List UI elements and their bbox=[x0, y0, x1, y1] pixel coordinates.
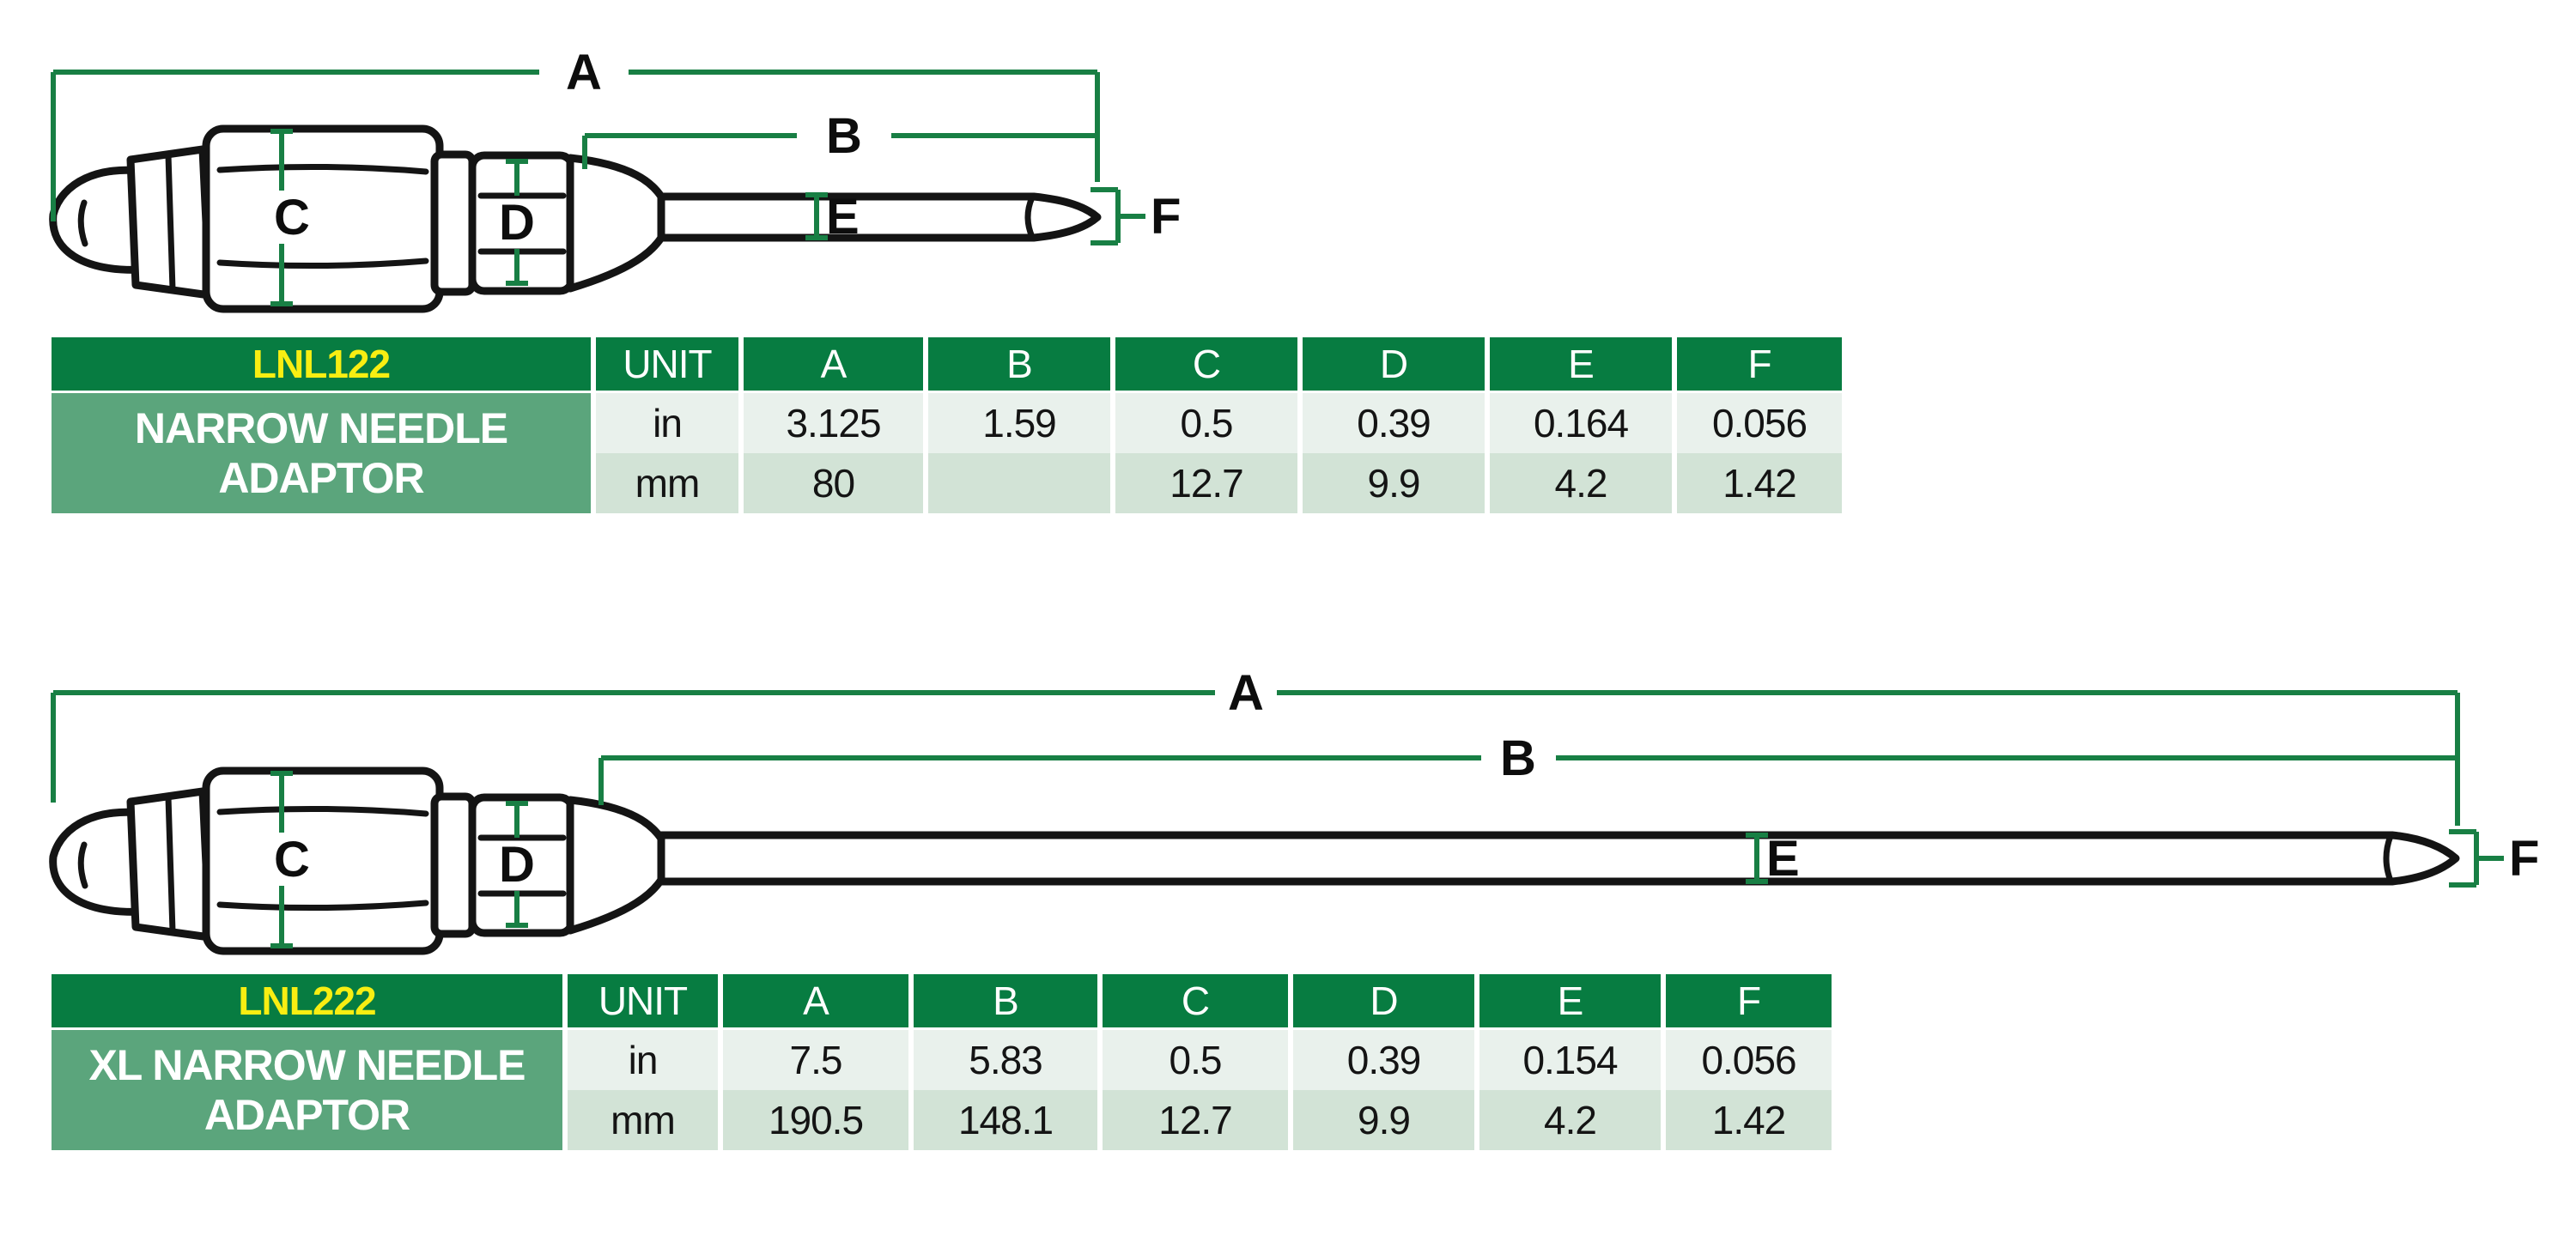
dim-a-line bbox=[51, 690, 2460, 826]
col-header-f: F bbox=[1677, 337, 1842, 391]
dim-b-line bbox=[598, 755, 2458, 805]
col-header-e: E bbox=[1490, 337, 1672, 391]
dim-c-label: C bbox=[274, 190, 310, 245]
value-in-f: 0.056 bbox=[1677, 393, 1842, 453]
product-name: XL NARROW NEEDLE ADAPTOR bbox=[52, 1030, 562, 1150]
value-in-a: 7.5 bbox=[723, 1030, 908, 1090]
value-mm-a: 190.5 bbox=[723, 1090, 908, 1150]
unit-column-header: UNIT bbox=[568, 974, 718, 1027]
dim-e-label: E bbox=[826, 189, 860, 245]
dim-e-line bbox=[805, 192, 828, 240]
value-mm-d: 9.9 bbox=[1293, 1090, 1474, 1150]
value-mm-d: 9.9 bbox=[1303, 453, 1485, 513]
dim-a-line bbox=[51, 70, 1100, 221]
dim-f-label: F bbox=[1151, 189, 1181, 245]
col-header-d: D bbox=[1303, 337, 1485, 391]
dim-e-line bbox=[1746, 833, 1768, 884]
unit-label-mm: mm bbox=[596, 453, 738, 513]
value-in-a: 3.125 bbox=[744, 393, 923, 453]
dim-f-label: F bbox=[2509, 831, 2539, 887]
value-mm-f: 1.42 bbox=[1677, 453, 1842, 513]
value-mm-b bbox=[928, 453, 1110, 513]
col-header-a: A bbox=[744, 337, 923, 391]
model-number: LNL122 bbox=[52, 337, 591, 391]
unit-label-in: in bbox=[596, 393, 738, 453]
dim-a-label: A bbox=[566, 45, 602, 100]
value-in-f: 0.056 bbox=[1666, 1030, 1832, 1090]
needle-shaft-shape bbox=[653, 831, 2460, 886]
value-in-d: 0.39 bbox=[1303, 393, 1485, 453]
value-in-b: 5.83 bbox=[914, 1030, 1097, 1090]
model-number: LNL222 bbox=[52, 974, 562, 1027]
col-header-b: B bbox=[914, 974, 1097, 1027]
dim-b-line bbox=[582, 133, 1097, 169]
col-header-b: B bbox=[928, 337, 1110, 391]
product-name-line1: XL NARROW NEEDLE bbox=[88, 1041, 526, 1089]
value-in-d: 0.39 bbox=[1293, 1030, 1474, 1090]
dim-e-label: E bbox=[1766, 831, 1800, 887]
value-mm-e: 4.2 bbox=[1490, 453, 1672, 513]
narrow-needle-adaptor-diagram: A B C D E F bbox=[0, 45, 1181, 343]
dim-d-label: D bbox=[499, 195, 535, 251]
unit-column-header: UNIT bbox=[596, 337, 738, 391]
product-name-line2: ADAPTOR bbox=[218, 454, 424, 502]
spec-table-lnl122: LNL122 UNIT A B C D E F NARROW NEEDLE AD… bbox=[52, 337, 1842, 513]
col-header-e: E bbox=[1479, 974, 1661, 1027]
value-mm-f: 1.42 bbox=[1666, 1090, 1832, 1150]
product-name: NARROW NEEDLE ADAPTOR bbox=[52, 393, 591, 513]
col-header-a: A bbox=[723, 974, 908, 1027]
dim-d-label: D bbox=[499, 837, 535, 893]
value-mm-a: 80 bbox=[744, 453, 923, 513]
col-header-d: D bbox=[1293, 974, 1474, 1027]
col-header-c: C bbox=[1115, 337, 1297, 391]
dim-c-label: C bbox=[274, 832, 310, 888]
spec-table-lnl222: LNL222 UNIT A B C D E F XL NARROW NEEDLE… bbox=[52, 974, 1832, 1150]
value-in-c: 0.5 bbox=[1115, 393, 1297, 453]
col-header-f: F bbox=[1666, 974, 1832, 1027]
product-name-line1: NARROW NEEDLE bbox=[134, 404, 508, 452]
fitting-head-drawing bbox=[53, 129, 661, 309]
value-mm-b: 148.1 bbox=[914, 1090, 1097, 1150]
value-in-c: 0.5 bbox=[1103, 1030, 1288, 1090]
xl-narrow-needle-adaptor-diagram: A B C D E F bbox=[0, 665, 2539, 996]
product-name-line2: ADAPTOR bbox=[204, 1091, 410, 1139]
dim-b-label: B bbox=[1500, 730, 1536, 786]
dim-f-bracket bbox=[2449, 829, 2504, 888]
dim-c-line bbox=[270, 129, 293, 306]
dim-b-label: B bbox=[826, 108, 862, 164]
value-in-e: 0.154 bbox=[1479, 1030, 1661, 1090]
unit-label-mm: mm bbox=[568, 1090, 718, 1150]
needle-tip-base-arc bbox=[1024, 194, 1036, 240]
dim-d-line bbox=[506, 801, 528, 928]
needle-shaft-shape bbox=[653, 192, 1102, 242]
value-mm-c: 12.7 bbox=[1115, 453, 1297, 513]
needle-tip-base-arc bbox=[2383, 833, 2394, 884]
fitting-head-drawing bbox=[53, 771, 661, 951]
value-in-b: 1.59 bbox=[928, 393, 1110, 453]
value-mm-e: 4.2 bbox=[1479, 1090, 1661, 1150]
dim-c-line bbox=[270, 771, 293, 948]
col-header-c: C bbox=[1103, 974, 1288, 1027]
dim-f-bracket bbox=[1091, 187, 1145, 245]
dim-a-label: A bbox=[1228, 665, 1264, 721]
dim-d-line bbox=[506, 159, 528, 286]
unit-label-in: in bbox=[568, 1030, 718, 1090]
value-in-e: 0.164 bbox=[1490, 393, 1672, 453]
value-mm-c: 12.7 bbox=[1103, 1090, 1288, 1150]
